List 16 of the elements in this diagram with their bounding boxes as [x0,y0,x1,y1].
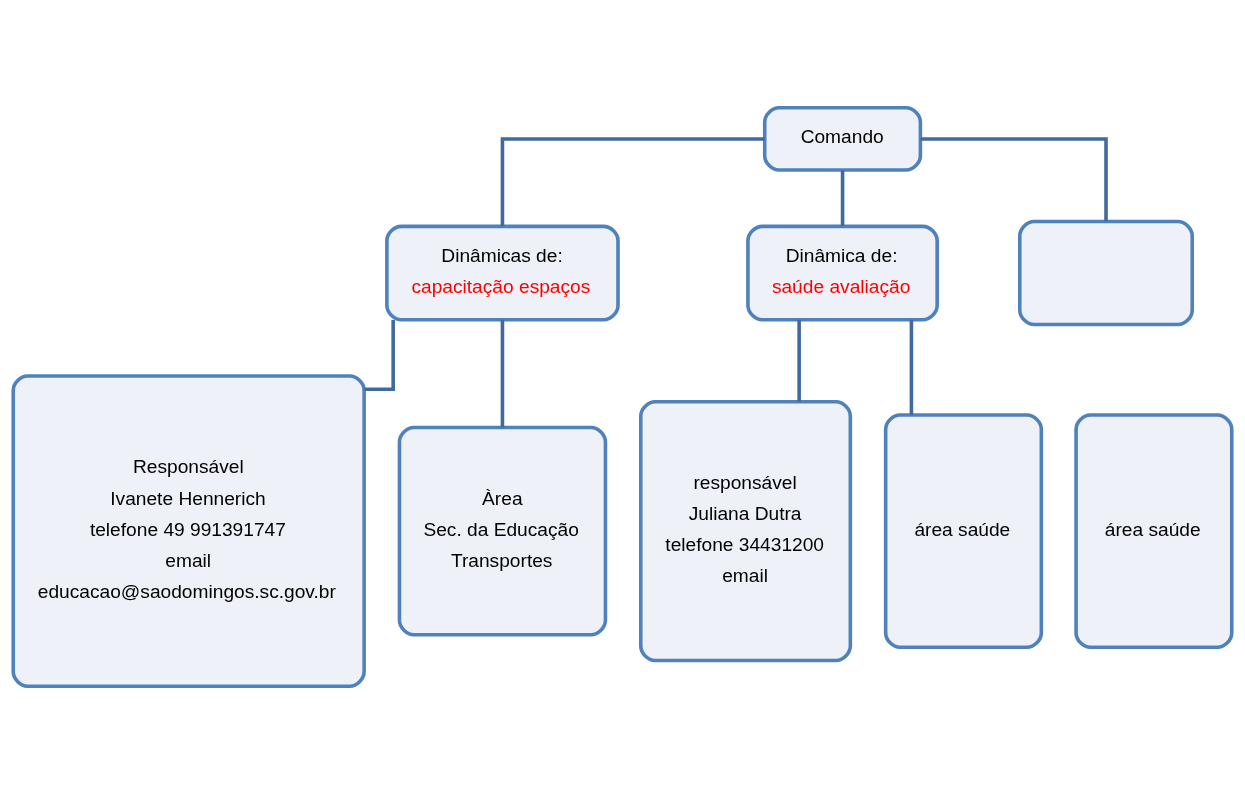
node-box [1018,219,1195,327]
node-box: Àrea Sec. da Educação Transportes [397,425,608,637]
connector [909,319,914,415]
node-box: Comando [762,106,923,172]
connector [920,137,1108,222]
node-box: área saúde [883,413,1044,650]
node-box: Dinâmica de: saúde avaliação [746,224,939,322]
node-box: responsável Juliana Dutra telefone 34431200 email [638,400,853,663]
node-box: área saúde [1074,413,1234,650]
connector [840,170,845,227]
connector [797,319,801,402]
connector [364,319,395,391]
connector [500,319,505,428]
connector [500,137,765,227]
node-box: Dinâmicas de: capacitação espaços [385,224,620,322]
node-box: Responsável Ivanete Hennerich telefone 49 991391747 email educacao@saodomingos.sc.gov.br [11,374,366,688]
